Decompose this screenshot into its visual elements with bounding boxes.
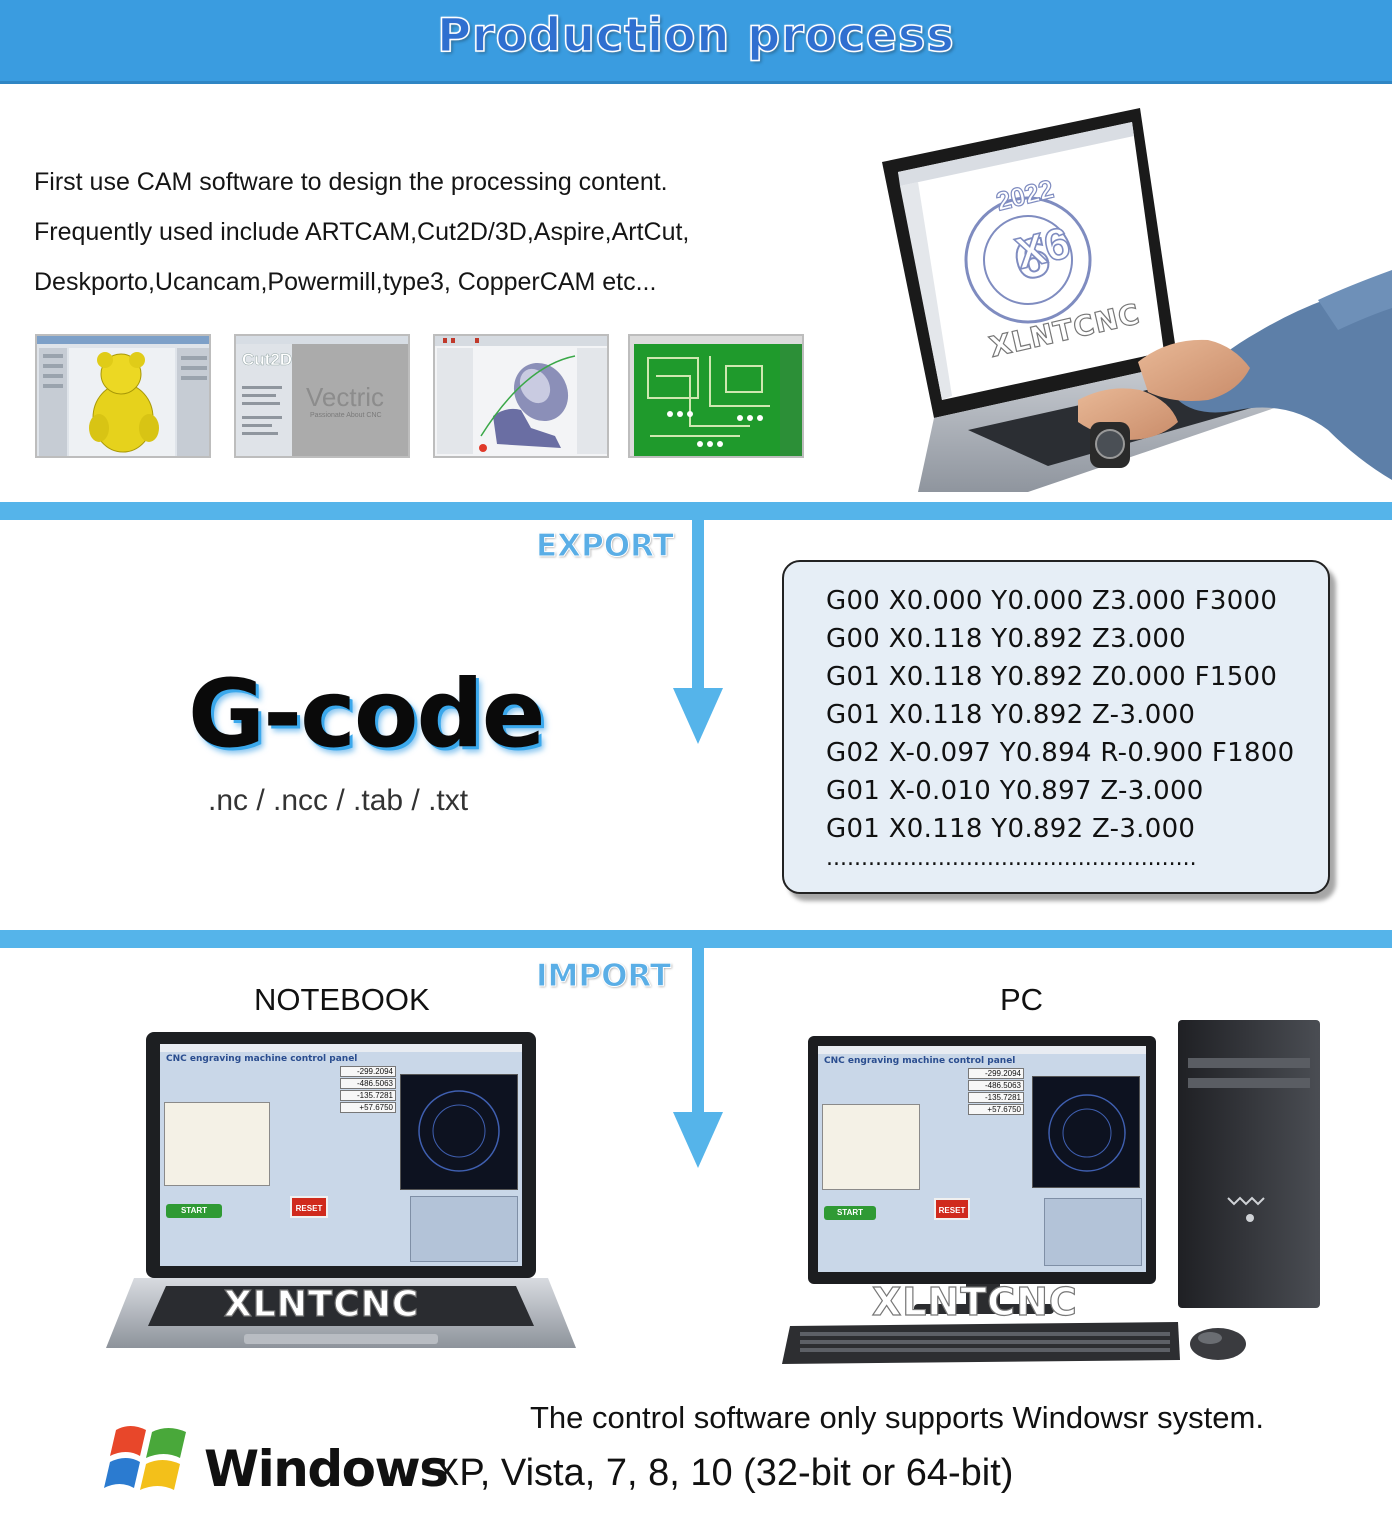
gcode-title: G-code: [188, 660, 546, 769]
pc-panel-title: CNC engraving machine control panel: [824, 1056, 1016, 1066]
coppercam-pcb-thumbnail: [628, 334, 804, 458]
import-arrow-head-icon: [673, 1112, 723, 1168]
windows-support-note: The control software only supports Windo…: [530, 1400, 1264, 1435]
import-label: IMPORT: [535, 958, 672, 995]
artcam-thumbnail: [35, 334, 211, 458]
export-arrow-head-icon: [673, 688, 723, 744]
notebook-toolpath-preview: [400, 1074, 518, 1190]
vectric-thumbnail: Cut2D Vectric Passionate About CNC: [234, 334, 410, 458]
page-title: Production process: [436, 7, 955, 63]
import-divider: [0, 930, 1392, 948]
gcode-sample-panel: G00 X0.000 Y0.000 Z3.000 F3000 G00 X0.11…: [782, 560, 1330, 894]
notebook-readout-a: +57.6750: [340, 1102, 396, 1113]
x6-badge: 6: [964, 196, 1092, 324]
pc-readout-z: -135.7281: [968, 1092, 1024, 1103]
pc-watermark: XLNTCNC: [871, 1279, 1078, 1324]
pc-readout-y: -486.5063: [968, 1080, 1024, 1091]
intro-line-3: Deskporto,Ucancam,Powermill,type3, Coppe…: [34, 268, 657, 296]
notebook-watermark: XLNTCNC: [223, 1283, 420, 1325]
code-line-3: G01 X0.118 Y0.892 Z0.000 F1500: [826, 662, 1278, 692]
vectric-tagline: Passionate About CNC: [310, 412, 382, 419]
notebook-image: CNC engraving machine control panel -299…: [104, 1030, 578, 1370]
export-divider: [0, 502, 1392, 520]
pc-toolpath-circle-icon: [1048, 1094, 1126, 1172]
notebook-readout-y: -486.5063: [340, 1078, 396, 1089]
notebook-label: NOTEBOOK: [254, 982, 430, 1017]
vectric-logo: Vectric: [306, 382, 385, 412]
vectric-screen-icon: [236, 336, 408, 456]
notebook-readout-x: -299.2094: [340, 1066, 396, 1077]
notebook-control-panel-screen: CNC engraving machine control panel -299…: [160, 1044, 522, 1266]
cut2d-logo: Cut2D: [242, 350, 293, 370]
intro-line-1: First use CAM software to design the pro…: [34, 168, 668, 196]
code-line-1: G00 X0.000 Y0.000 Z3.000 F3000: [826, 586, 1278, 616]
pc-toolpath-preview: [1032, 1076, 1140, 1188]
export-arrow-shaft: [692, 520, 704, 690]
import-arrow-shaft: [692, 948, 704, 1114]
pc-readout-a: +57.6750: [968, 1104, 1024, 1115]
file-extensions: .nc / .ncc / .tab / .txt: [208, 784, 469, 817]
toolpath-circle-icon: [418, 1090, 500, 1172]
code-line-6: G01 X-0.010 Y0.897 Z-3.000: [826, 776, 1204, 806]
pc-label: PC: [1000, 982, 1044, 1017]
notebook-panel-title: CNC engraving machine control panel: [166, 1054, 358, 1064]
notebook-readout-z: -135.7281: [340, 1090, 396, 1101]
laptop-with-hands-icon: 6: [882, 108, 1392, 492]
header-bar: Production process: [0, 0, 1392, 84]
pc-readout-x: -299.2094: [968, 1068, 1024, 1079]
hero-laptop-image: 6 XLNTCNC 2022 X6: [878, 100, 1392, 500]
intro-line-2: Frequently used include ARTCAM,Cut2D/3D,…: [34, 218, 690, 246]
pcb-screen-icon: [630, 336, 802, 456]
windows-logo-icon: [104, 1426, 186, 1490]
pc-start-button[interactable]: START: [824, 1206, 876, 1220]
windows-versions: XP, Vista, 7, 8, 10 (32-bit or 64-bit): [434, 1452, 1014, 1494]
code-ellipsis: ........................................…: [826, 846, 1197, 871]
code-line-5: G02 X-0.097 Y0.894 R-0.900 F1800: [826, 738, 1295, 768]
export-label: EXPORT: [536, 528, 675, 565]
notebook-reset-button[interactable]: RESET: [290, 1196, 328, 1218]
artcam-screen-icon: [37, 336, 209, 456]
pc-image: CNC engraving machine control panel -299…: [780, 1018, 1340, 1368]
notebook-start-button[interactable]: START: [166, 1204, 222, 1218]
windows-wordmark: Windows: [204, 1440, 449, 1498]
code-line-7: G01 X0.118 Y0.892 Z-3.000: [826, 814, 1196, 844]
pc-control-panel-screen: CNC engraving machine control panel -299…: [818, 1046, 1146, 1272]
3d-relief-thumbnail: [433, 334, 609, 458]
code-line-2: G00 X0.118 Y0.892 Z3.000: [826, 624, 1187, 654]
pc-reset-button[interactable]: RESET: [934, 1198, 970, 1220]
3d-bust-screen-icon: [435, 336, 607, 456]
code-line-4: G01 X0.118 Y0.892 Z-3.000: [826, 700, 1196, 730]
